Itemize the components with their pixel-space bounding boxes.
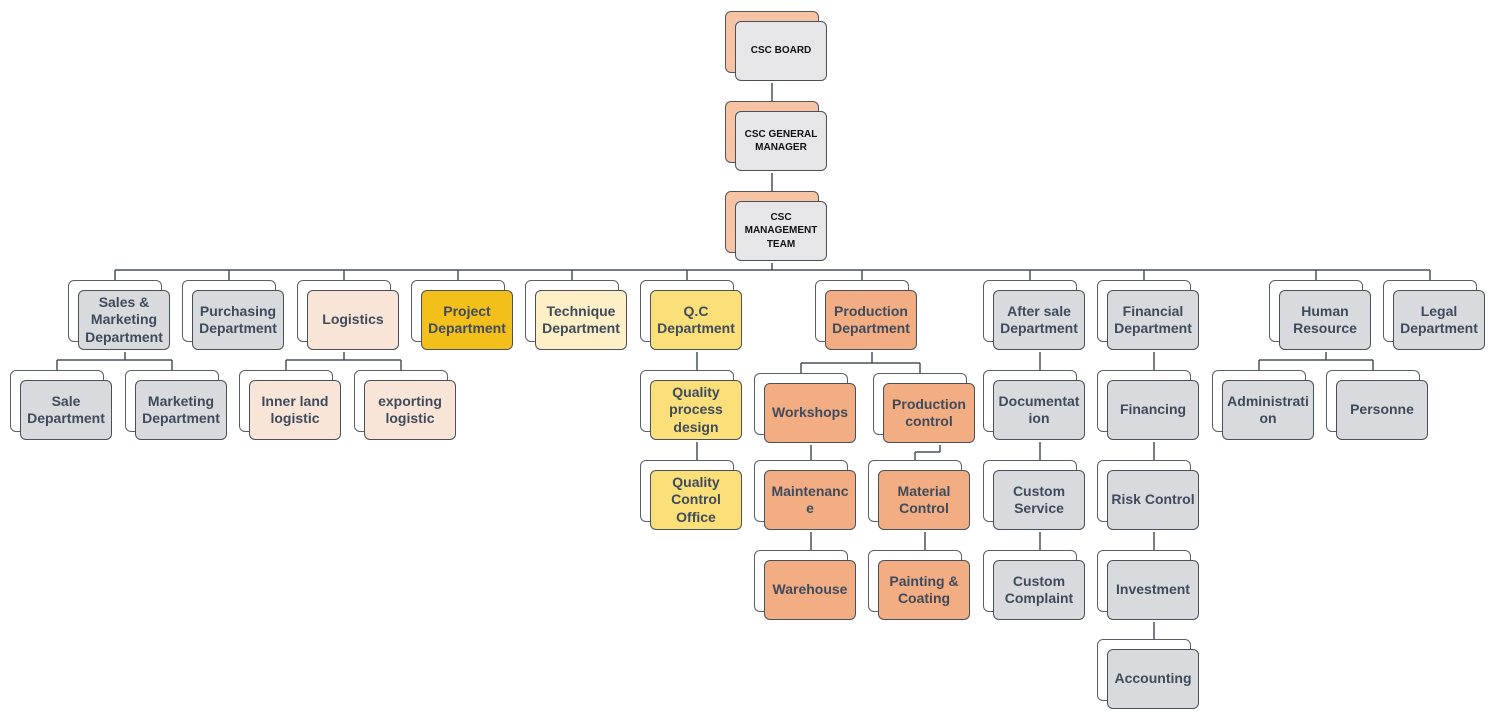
node-label: Production Department (825, 290, 917, 350)
node-csc-board: CSC BOARD (725, 11, 827, 81)
node-exporting-logistic: exporting logistic (354, 370, 456, 440)
node-label: Human Resource (1279, 290, 1371, 350)
node-quality-control-office: Quality Control Office (640, 460, 742, 530)
node-qc: Q.C Department (640, 280, 742, 350)
node-after-sale: After sale Department (983, 280, 1085, 350)
node-label: Logistics (307, 290, 399, 350)
node-painting-coating: Painting & Coating (868, 550, 970, 620)
node-production: Production Department (815, 280, 917, 350)
node-administration: Administrati on (1212, 370, 1314, 440)
node-label: Marketing Department (135, 380, 227, 440)
node-material-control: Material Control (868, 460, 970, 530)
node-label: Painting & Coating (878, 560, 970, 620)
node-csc-management-team: CSC MANAGEMENT TEAM (725, 191, 827, 261)
node-label: Personne (1336, 380, 1428, 440)
node-personne: Personne (1326, 370, 1428, 440)
node-label: Financing (1107, 380, 1199, 440)
node-custom-service: Custom Service (983, 460, 1085, 530)
node-custom-complaint: Custom Complaint (983, 550, 1085, 620)
node-label: Material Control (878, 470, 970, 530)
node-label: Inner land logistic (249, 380, 341, 440)
node-label: Q.C Department (650, 290, 742, 350)
node-label: Quality process design (650, 380, 742, 440)
node-maintenance: Maintenanc e (754, 460, 856, 530)
node-label: Quality Control Office (650, 470, 742, 530)
node-label: Accounting (1107, 649, 1199, 709)
node-label: Custom Service (993, 470, 1085, 530)
node-label: Production control (883, 383, 975, 443)
node-warehouse: Warehouse (754, 550, 856, 620)
node-label: After sale Department (993, 290, 1085, 350)
node-purchasing: Purchasing Department (182, 280, 284, 350)
node-production-control: Production control (873, 373, 975, 443)
node-sale: Sale Department (10, 370, 112, 440)
node-csc-general-manager: CSC GENERAL MANAGER (725, 101, 827, 171)
node-label: Administrati on (1222, 380, 1314, 440)
node-label: Workshops (764, 383, 856, 443)
node-sales-marketing: Sales & Marketing Department (68, 280, 170, 350)
node-documentation: Documentat ion (983, 370, 1085, 440)
node-inner-land-logistic: Inner land logistic (239, 370, 341, 440)
node-label: CSC BOARD (735, 21, 827, 81)
node-label: Investment (1107, 560, 1199, 620)
node-technique: Technique Department (525, 280, 627, 350)
node-risk-control: Risk Control (1097, 460, 1199, 530)
node-investment: Investment (1097, 550, 1199, 620)
node-label: Legal Department (1393, 290, 1485, 350)
node-financial: Financial Department (1097, 280, 1199, 350)
node-label: Sales & Marketing Department (78, 290, 170, 350)
node-label: Warehouse (764, 560, 856, 620)
node-label: CSC GENERAL MANAGER (735, 111, 827, 171)
node-human-resource: Human Resource (1269, 280, 1371, 350)
node-label: Financial Department (1107, 290, 1199, 350)
node-label: exporting logistic (364, 380, 456, 440)
node-marketing: Marketing Department (125, 370, 227, 440)
node-project: Project Department (411, 280, 513, 350)
node-financing: Financing (1097, 370, 1199, 440)
node-accounting: Accounting (1097, 639, 1199, 709)
node-label: Sale Department (20, 380, 112, 440)
node-logistics: Logistics (297, 280, 399, 350)
node-label: Documentat ion (993, 380, 1085, 440)
node-label: Project Department (421, 290, 513, 350)
node-legal: Legal Department (1383, 280, 1485, 350)
node-label: Maintenanc e (764, 470, 856, 530)
node-label: Technique Department (535, 290, 627, 350)
node-label: CSC MANAGEMENT TEAM (735, 201, 827, 261)
node-workshops: Workshops (754, 373, 856, 443)
node-quality-process-design: Quality process design (640, 370, 742, 440)
node-label: Custom Complaint (993, 560, 1085, 620)
node-label: Risk Control (1107, 470, 1199, 530)
node-label: Purchasing Department (192, 290, 284, 350)
